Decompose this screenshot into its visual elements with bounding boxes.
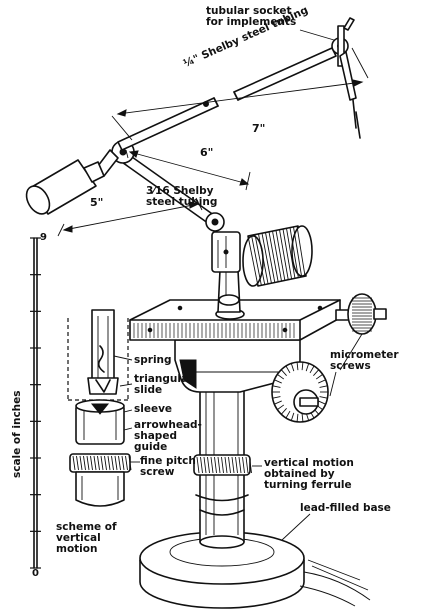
label-spring: spring <box>134 354 172 366</box>
upright-post <box>211 231 241 313</box>
column <box>193 381 252 549</box>
housing <box>174 339 301 393</box>
label-3-16-shelby-tubing: 3⁄16 Shelby steel tubing <box>146 185 218 208</box>
dimension-lines <box>57 47 369 237</box>
dim-seven-inch: 7" <box>252 122 266 135</box>
counterweight-drum <box>242 225 313 287</box>
scale-top-value: 9 <box>40 232 47 243</box>
scale-ruler <box>30 237 41 569</box>
label-sleeve: sleeve <box>134 403 173 415</box>
micrometer-knob-front <box>271 361 329 423</box>
scheme-inset <box>67 309 140 507</box>
arm-3-16-tubing <box>118 151 225 232</box>
label-scheme-vertical-motion: scheme of vertical motion <box>56 521 117 555</box>
counterweight-cylinder <box>25 159 105 215</box>
label-triangular-slide: triangular slide <box>134 373 194 396</box>
scale-bottom-value: 0 <box>32 568 39 579</box>
micrometer-knob-right <box>335 293 387 335</box>
label-fine-pitch-screw: fine pitch screw <box>140 455 196 478</box>
dim-five-inch: 5" <box>90 196 104 209</box>
label-scale-of-inches: scale of inches <box>11 390 23 478</box>
label-lead-filled-base: lead-filled base <box>300 502 391 514</box>
lead-filled-base <box>139 531 371 609</box>
micrometer-leader <box>329 333 363 397</box>
dim-six-inch: 6" <box>200 146 214 159</box>
base-leader <box>281 513 311 541</box>
socket-leader <box>299 29 335 41</box>
label-tubular-socket: tubular socket for implements <box>206 5 297 28</box>
tubular-socket <box>331 17 361 139</box>
label-arrowhead-guide: arrowhead- shaped guide <box>134 419 202 453</box>
arm-quarter-tubing <box>117 47 337 151</box>
label-vertical-motion: vertical motion obtained by turning ferr… <box>264 457 354 491</box>
label-micrometer-screws: micrometer screws <box>330 349 399 372</box>
